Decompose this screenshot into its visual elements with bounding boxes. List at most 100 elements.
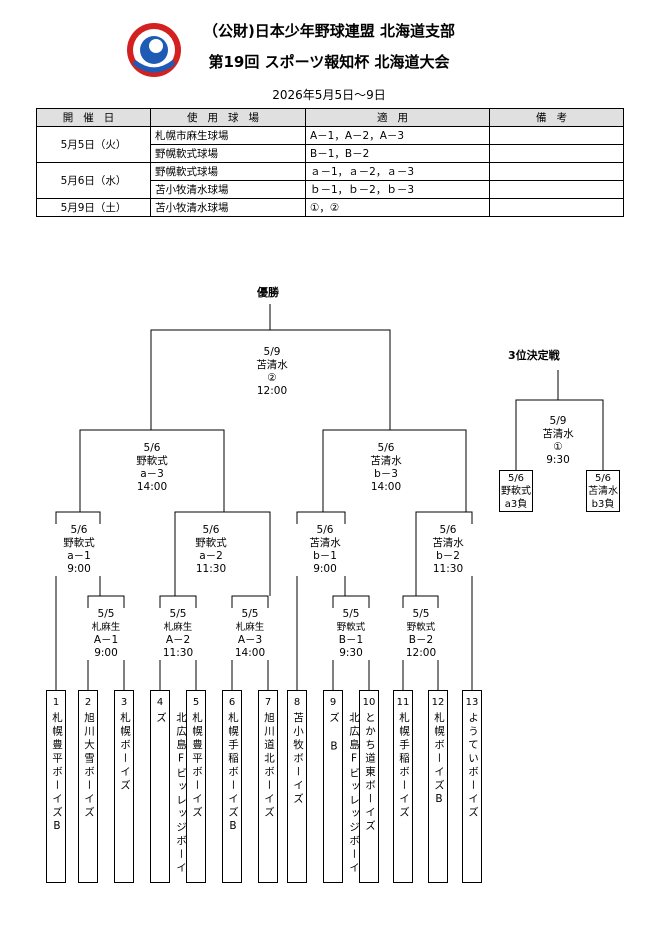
team-number: 1 [52, 697, 60, 708]
tournament-title: 第19回 スポーツ報知杯 北海道大会 [208, 53, 450, 71]
quarter-game: 5/6 野軟式 a－2 11:30 [183, 524, 239, 576]
schedule-header-row: 開催日 使用球場 適用 備考 [36, 108, 624, 127]
third-right-slot: 5/6 苫清水 b3負 [586, 470, 620, 512]
game-date: 5/5 [241, 608, 259, 620]
quarter-game: 5/6 苫清水 b－1 9:00 [296, 524, 354, 576]
game-venue: 野軟式 [336, 622, 366, 633]
team-number: 13 [465, 697, 479, 708]
game-time: 9:30 [339, 647, 363, 659]
table-row: 5月6日（水） 野幌軟式球場 ａ－1，ａ－2，ａ－3 [36, 162, 624, 199]
note-cell [489, 198, 624, 217]
game-date: 5/6 [316, 524, 334, 536]
game-code: b－1 [313, 550, 337, 562]
quarter-game: 5/6 野軟式 a－1 9:00 [50, 524, 108, 576]
team-number: 3 [120, 697, 128, 708]
date-cell: 5月6日（水） [36, 162, 151, 199]
game-time: 9:00 [313, 563, 337, 575]
game-venue: 苫清水 [370, 455, 402, 467]
field-cell: 野幌軟式球場 [150, 162, 306, 181]
team-name: 旭川道北ボーイズ [263, 712, 275, 820]
apply-cell: ①，② [305, 198, 490, 217]
team-name: 北広島Fビッレッジボーイズ [155, 712, 187, 876]
team-number: 5 [192, 697, 200, 708]
round1-game: 5/5 札麻生 A－1 9:00 [84, 608, 128, 660]
game-code: B－1 [338, 634, 364, 646]
col-note-header: 備考 [489, 108, 624, 127]
col-apply-header: 適用 [305, 108, 490, 127]
champion-label: 優勝 [257, 286, 279, 299]
team-number: 10 [362, 697, 376, 708]
team-number: 7 [264, 697, 272, 708]
game-venue: 札麻生 [91, 622, 121, 633]
round1-game: 5/5 札麻生 A－2 11:30 [156, 608, 200, 660]
game-code: A－1 [93, 634, 119, 646]
team-name: 北広島Fビッレッジボーイズ B [328, 712, 360, 876]
game-code: B－2 [408, 634, 434, 646]
quarter-game: 5/6 苫清水 b－2 11:30 [420, 524, 476, 576]
game-date: 5/6 [143, 442, 161, 454]
team-slot: 12 札幌ボーイズB [428, 690, 448, 883]
game-time: 9:00 [94, 647, 118, 659]
game-time: 12:00 [256, 385, 288, 397]
game-date: 5/6 [377, 442, 395, 454]
game-date: 5/5 [97, 608, 115, 620]
game-code: b－2 [436, 550, 460, 562]
slot-date: 5/6 [594, 473, 612, 484]
tournament-dates: 2026年5月5日～9日 [272, 88, 386, 102]
game-venue: 野軟式 [136, 455, 168, 467]
game-time: 11:30 [432, 563, 464, 575]
final-game: 5/9 苫清水 ② 12:00 [242, 346, 302, 398]
team-name: 札幌豊平ボーイズ [191, 712, 203, 820]
round1-game: 5/5 札麻生 A－3 14:00 [228, 608, 272, 660]
apply-cell: ｂ－1，ｂ－2，ｂ－3 [305, 180, 490, 199]
date-cell: 5月9日（土） [36, 198, 151, 217]
game-date: 5/5 [412, 608, 430, 620]
schedule-table: 開催日 使用球場 適用 備考 5月5日（火） 札幌市麻生球場 A－1，A－2，A… [36, 108, 624, 217]
table-row: 苫小牧清水球場 ｂ－1，ｂ－2，ｂ－3 [37, 180, 624, 199]
org-title: （公財)日本少年野球連盟 北海道支部 [202, 22, 456, 40]
table-row: 5月9日（土） 苫小牧清水球場 ①，② [36, 198, 624, 217]
game-venue: 苫清水 [542, 428, 574, 440]
team-number: 12 [431, 697, 445, 708]
round1-game: 5/5 野軟式 B－1 9:30 [329, 608, 373, 660]
third-place-game: 5/9 苫清水 ① 9:30 [528, 415, 588, 467]
game-date: 5/5 [169, 608, 187, 620]
semi-game: 5/6 野軟式 a－3 14:00 [122, 442, 182, 494]
field-cell: 野幌軟式球場 [150, 144, 306, 163]
team-name: 苫小牧ボーイズ [292, 712, 304, 807]
game-code: a－3 [140, 468, 164, 480]
game-code: ① [553, 441, 563, 453]
team-slot: 3 札幌ボーイズ [114, 690, 134, 883]
federation-logo [127, 23, 181, 77]
game-time: 11:30 [162, 647, 194, 659]
team-name: 札幌ボーイズB [433, 712, 445, 808]
team-number: 4 [156, 697, 164, 708]
game-code: b－3 [374, 468, 398, 480]
team-slot: 5 札幌豊平ボーイズ [186, 690, 206, 883]
slot-venue: 苫清水 [588, 486, 618, 497]
team-name: 札幌ボーイズ [119, 712, 131, 793]
game-venue: 札麻生 [235, 622, 265, 633]
game-date: 5/9 [549, 415, 567, 427]
game-date: 5/6 [439, 524, 457, 536]
team-name: ようていボーイズ [467, 712, 479, 820]
apply-cell: ａ－1，ａ－2，ａ－3 [305, 162, 490, 181]
game-venue: 野軟式 [195, 537, 227, 549]
team-number: 11 [396, 697, 410, 708]
team-slot: 11 札幌手稲ボーイズ [393, 690, 413, 883]
team-slot: 7 旭川道北ボーイズ [258, 690, 278, 883]
game-date: 5/6 [202, 524, 220, 536]
game-time: 14:00 [234, 647, 266, 659]
game-venue: 札麻生 [163, 622, 193, 633]
team-name: 札幌手稲ボーイズ [398, 712, 410, 820]
game-venue: 苫清水 [309, 537, 341, 549]
game-time: 14:00 [136, 481, 168, 493]
game-code: a－2 [199, 550, 223, 562]
game-code: A－3 [237, 634, 263, 646]
game-venue: 野軟式 [63, 537, 95, 549]
